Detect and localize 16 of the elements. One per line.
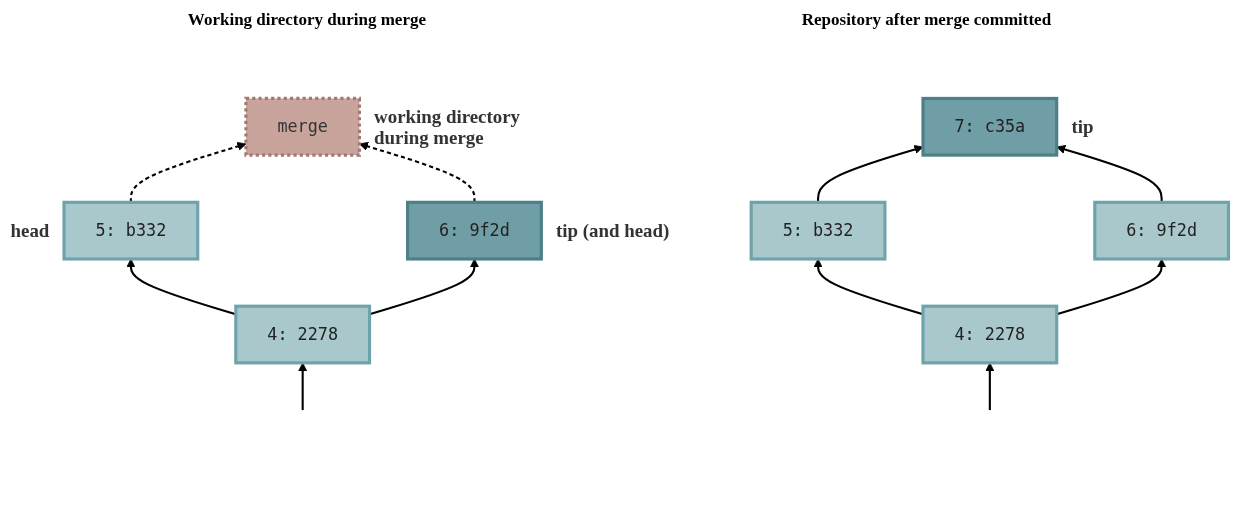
annotation-text: working directory during merge: [374, 105, 521, 148]
node-box: merge: [244, 96, 361, 157]
node-box: 5: b332: [749, 200, 887, 261]
node-box: 4: 2278: [234, 304, 372, 365]
node-box: 6: 9f2d: [1093, 200, 1231, 261]
annotation-text: tip (and head): [556, 219, 670, 241]
arrow: [985, 362, 995, 411]
node-box: 5: b332: [62, 200, 200, 261]
panel-heading: Working directory during merge: [187, 10, 426, 30]
node-box: 6: 9f2d: [406, 200, 543, 261]
arrow: [298, 362, 308, 411]
annotation-text: tip: [1071, 116, 1094, 138]
panel-heading: Repository after merge committed: [801, 10, 1052, 30]
node-box: 7: c35a: [921, 96, 1059, 157]
node-box: 4: 2278: [921, 304, 1059, 365]
annotation-text: head: [10, 219, 50, 241]
